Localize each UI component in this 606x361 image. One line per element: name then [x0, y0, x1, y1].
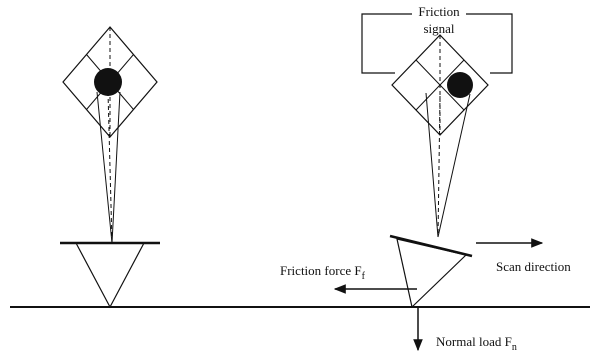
right-laser-beam: [425, 92, 471, 238]
left-photodetector: [62, 26, 158, 138]
right-laser-spot: [447, 72, 473, 98]
friction-signal-label-line1: Friction: [418, 4, 460, 19]
friction-signal-label-line2: signal: [423, 21, 454, 36]
friction-force-label: Friction force Ff: [280, 263, 366, 282]
left-cantilever-tip: [60, 241, 160, 309]
friction-force-subscript: f: [362, 271, 366, 282]
friction-signal-bracket: [361, 13, 513, 74]
left-laser-beam: [96, 91, 121, 244]
normal-load-text: Normal load F: [436, 334, 512, 349]
scan-direction-label: Scan direction: [496, 259, 571, 274]
friction-force-text: Friction force F: [280, 263, 362, 278]
right-photodetector: [391, 34, 489, 136]
right-cantilever-tip-tilted: [389, 234, 473, 309]
normal-load-label: Normal load Fn: [436, 334, 517, 353]
left-laser-spot: [94, 68, 122, 96]
normal-load-subscript: n: [512, 342, 517, 353]
